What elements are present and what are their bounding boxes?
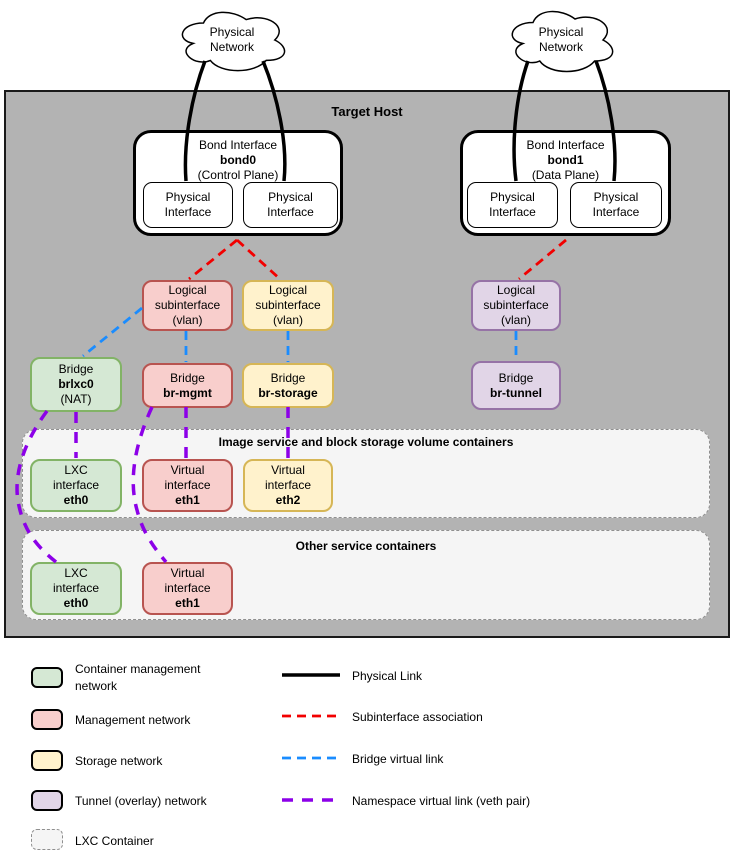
bridge-br-mgmt: Bridge br-mgmt <box>142 363 233 408</box>
target-host-title: Target Host <box>331 104 403 119</box>
bond0-physical-interface-1: Physical Interface <box>143 182 233 228</box>
cloud-label: Physical Network <box>538 25 584 54</box>
container1-lxc-interface-eth0: LXC interface eth0 <box>30 459 122 512</box>
bridge-name: br-storage <box>258 385 318 400</box>
bridge-note: (NAT) <box>60 392 92 406</box>
legend-swatch-storage <box>31 750 63 771</box>
bond1-physical-interface-1: Physical Interface <box>467 182 558 228</box>
legend-swatch-lxc-container <box>31 829 63 850</box>
legend-label-physical-link: Physical Link <box>352 669 423 683</box>
interface-kind: Virtual interface <box>164 463 211 492</box>
bridge-label: Bridge <box>58 362 94 376</box>
bond0-physical-interface-2: Physical Interface <box>243 182 338 228</box>
bridge-name: brlxc0 <box>58 377 94 391</box>
interface-name: eth0 <box>63 493 89 507</box>
bond1-title: Bond Interface <box>526 138 605 152</box>
legend-swatch-management <box>31 709 63 730</box>
bond0-title: Bond Interface <box>198 138 278 152</box>
bridge-name: br-mgmt <box>163 385 212 400</box>
interface-kind: Virtual interface <box>164 566 211 595</box>
interface-kind: Virtual interface <box>264 463 312 492</box>
legend-label-lxc-container: LXC Container <box>75 834 154 848</box>
physical-network-cloud-left: Physical Network <box>175 6 289 74</box>
image-block-storage-container-title: Image service and block storage volume c… <box>218 435 514 449</box>
container1-virtual-interface-eth2: Virtual interface eth2 <box>243 459 333 512</box>
bridge-name: br-tunnel <box>490 385 542 400</box>
legend-swatch-container-management <box>31 667 63 688</box>
bond1-plane: (Data Plane) <box>531 168 600 182</box>
legend-label-namespace-virtual-link: Namespace virtual link (veth pair) <box>352 794 531 808</box>
interface-name: eth1 <box>175 493 200 507</box>
legend-label-subinterface-association: Subinterface association <box>352 710 483 724</box>
subinterface-tunnel: Logical subinterface (vlan) <box>471 280 561 331</box>
container2-virtual-interface-eth1: Virtual interface eth1 <box>142 562 233 615</box>
legend-label-management: Management network <box>75 713 191 727</box>
bond1-name: bond1 <box>547 153 584 167</box>
other-service-container-title: Other service containers <box>295 539 437 553</box>
cloud-label: Physical Network <box>209 25 255 54</box>
interface-kind: LXC interface <box>52 463 100 492</box>
subinterface-storage: Logical subinterface (vlan) <box>242 280 334 331</box>
interface-kind: LXC interface <box>52 566 100 595</box>
subinterface-mgmt: Logical subinterface (vlan) <box>142 280 233 331</box>
bridge-label: Bridge <box>498 370 534 385</box>
bridge-br-tunnel: Bridge br-tunnel <box>471 361 561 410</box>
bond0-plane: (Control Plane) <box>197 168 279 182</box>
legend-label-bridge-virtual-link: Bridge virtual link <box>352 752 444 766</box>
container2-lxc-interface-eth0: LXC interface eth0 <box>30 562 122 615</box>
bridge-brlxc0: Bridge brlxc0 (NAT) <box>30 357 122 412</box>
legend-label-tunnel: Tunnel (overlay) network <box>75 794 207 808</box>
legend-label-storage: Storage network <box>75 754 163 768</box>
container1-virtual-interface-eth1: Virtual interface eth1 <box>142 459 233 512</box>
interface-name: eth1 <box>175 596 200 610</box>
bridge-label: Bridge <box>170 370 205 385</box>
bond1-physical-interface-2: Physical Interface <box>570 182 662 228</box>
interface-name: eth2 <box>275 493 301 507</box>
physical-network-cloud-right: Physical Network <box>505 5 617 75</box>
bridge-label: Bridge <box>270 370 306 385</box>
legend-swatch-tunnel <box>31 790 63 811</box>
bond0-name: bond0 <box>220 153 256 167</box>
legend-label-container-management: Container management network <box>75 662 201 693</box>
interface-name: eth0 <box>63 596 89 610</box>
bridge-br-storage: Bridge br-storage <box>242 363 334 408</box>
